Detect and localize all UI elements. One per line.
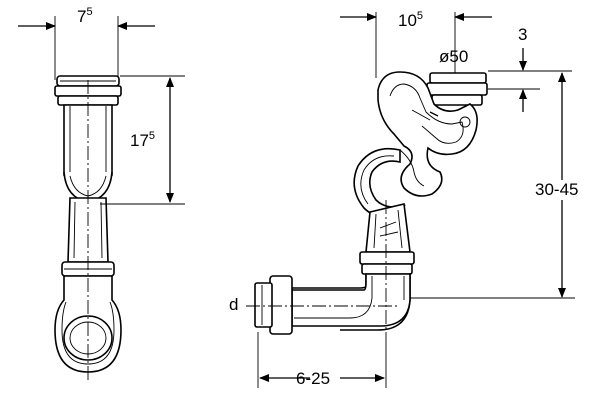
gap-dimension-label: 3: [518, 25, 527, 44]
side-view-siphon: [246, 12, 575, 388]
height-range-label: 30-45: [535, 180, 578, 199]
length-range-label: 6-25: [296, 369, 330, 388]
outlet-diameter-label: d: [229, 295, 238, 314]
diameter-label: ø50: [439, 47, 468, 66]
width-dimension-label: 75: [77, 6, 93, 26]
front-view-siphon: [18, 16, 185, 380]
offset-dimension-label: 105: [398, 10, 423, 30]
height-dimension-label: 175: [130, 130, 155, 150]
